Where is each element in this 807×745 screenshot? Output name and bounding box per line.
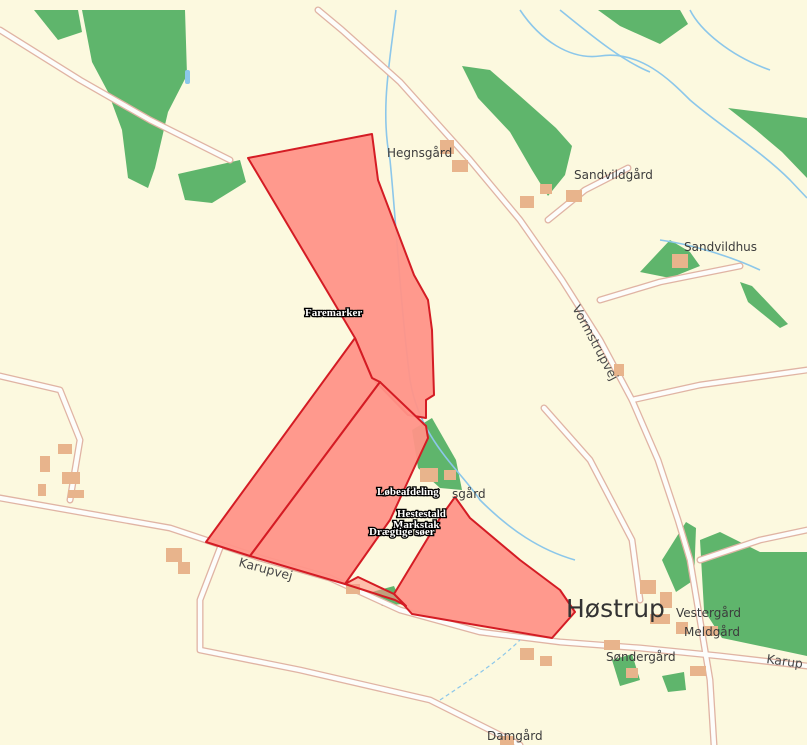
parcel-label-lobeafdeling: Løbeafdeling <box>377 486 439 498</box>
forest-area <box>740 282 788 328</box>
place-sandvildgaard: Sandvildgård <box>574 168 653 182</box>
building <box>346 584 360 594</box>
parcel-strip[interactable] <box>344 576 407 607</box>
road-fill <box>629 367 807 403</box>
building <box>520 648 534 660</box>
place-damgaard: Damgård <box>487 729 543 743</box>
forest-area <box>34 10 82 40</box>
buildings <box>38 140 718 745</box>
place-sondergaard: Søndergård <box>606 650 676 664</box>
building <box>38 484 46 496</box>
building <box>626 668 638 678</box>
building <box>58 444 72 454</box>
parcel-label-hestestald: Hestestald <box>397 508 446 520</box>
building <box>166 548 182 562</box>
building <box>520 196 534 208</box>
parcel-label-markstak: Markstak <box>393 519 440 531</box>
parcel-label-faremarker: Faremarker <box>305 307 362 319</box>
building <box>566 190 582 202</box>
building <box>62 472 80 484</box>
building <box>614 364 624 376</box>
building <box>178 562 190 574</box>
building <box>676 622 688 634</box>
stream <box>559 9 651 73</box>
forest-area <box>728 108 807 178</box>
parcel-middle[interactable] <box>249 381 429 585</box>
road-label-karup-partial: Karup <box>766 651 804 671</box>
forest-area <box>82 10 187 188</box>
forest-area <box>178 160 246 203</box>
parcel-label-draegtige: Drægtige søer <box>369 526 435 538</box>
pond <box>185 70 190 84</box>
place-hostrup: Høstrup <box>566 594 665 623</box>
stream <box>689 9 771 71</box>
parcels[interactable] <box>205 133 576 639</box>
parcel-east[interactable] <box>393 496 576 639</box>
building <box>650 614 670 624</box>
building <box>604 640 620 650</box>
forest-area <box>462 66 572 196</box>
building <box>500 736 514 745</box>
building <box>68 490 84 498</box>
building <box>40 456 50 472</box>
building <box>640 580 656 594</box>
forest-area <box>662 672 686 692</box>
stream <box>519 9 807 199</box>
place-sandvildhus: Sandvildhus <box>684 240 757 254</box>
building <box>452 160 468 172</box>
building <box>540 656 552 666</box>
forest-area <box>640 240 700 278</box>
place-meldgaard: Meldgård <box>684 625 740 639</box>
stream <box>659 239 761 271</box>
road-fill <box>545 165 631 223</box>
place-partial-gaard: sgård <box>452 487 486 501</box>
place-vestergaard: Vestergård <box>676 606 741 620</box>
building <box>690 666 706 676</box>
building <box>672 254 688 268</box>
road-fill <box>0 27 233 163</box>
building <box>420 468 438 482</box>
road-fill <box>697 527 807 563</box>
building <box>444 470 456 480</box>
road-fill <box>541 405 643 603</box>
road-fill <box>197 545 523 745</box>
forest-area <box>700 532 807 656</box>
building <box>660 592 672 608</box>
place-hegnsgaard: Hegnsgård <box>387 146 452 160</box>
building <box>704 626 718 636</box>
road-fill <box>597 263 743 303</box>
forest-area <box>598 10 688 44</box>
road-fill <box>0 373 83 503</box>
building <box>440 140 454 154</box>
building <box>540 184 552 194</box>
